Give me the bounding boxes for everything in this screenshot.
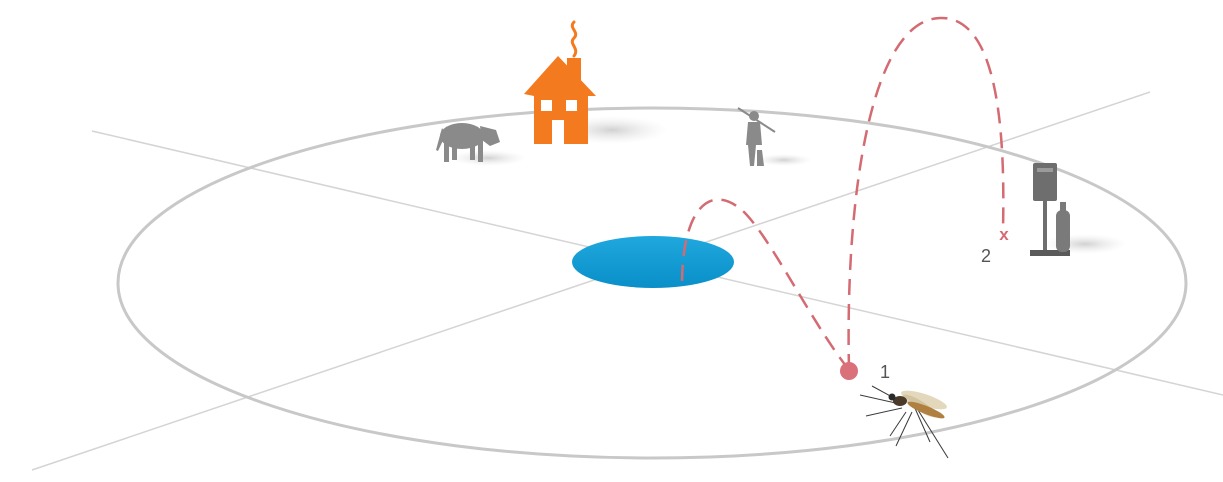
farmer-shadow [756,154,812,166]
start-point-marker [840,362,858,380]
range-ellipse [116,106,1188,460]
marker-label-1: 1 [880,362,890,382]
pond-icon [572,236,734,288]
flight-path-to-trap [847,16,1005,371]
cow-icon [436,123,500,162]
marker-label-2: 2 [981,246,991,266]
ground-line-b [31,91,1151,471]
cow-shadow [450,150,526,166]
farmer-icon [737,107,776,166]
trap-icon [1030,163,1070,256]
flight-path-to-pond [680,198,850,371]
mosquito-icon [859,385,949,459]
end-point-marker: x [999,225,1009,244]
gas-cylinder-icon [1056,202,1070,252]
house-icon [524,20,596,144]
